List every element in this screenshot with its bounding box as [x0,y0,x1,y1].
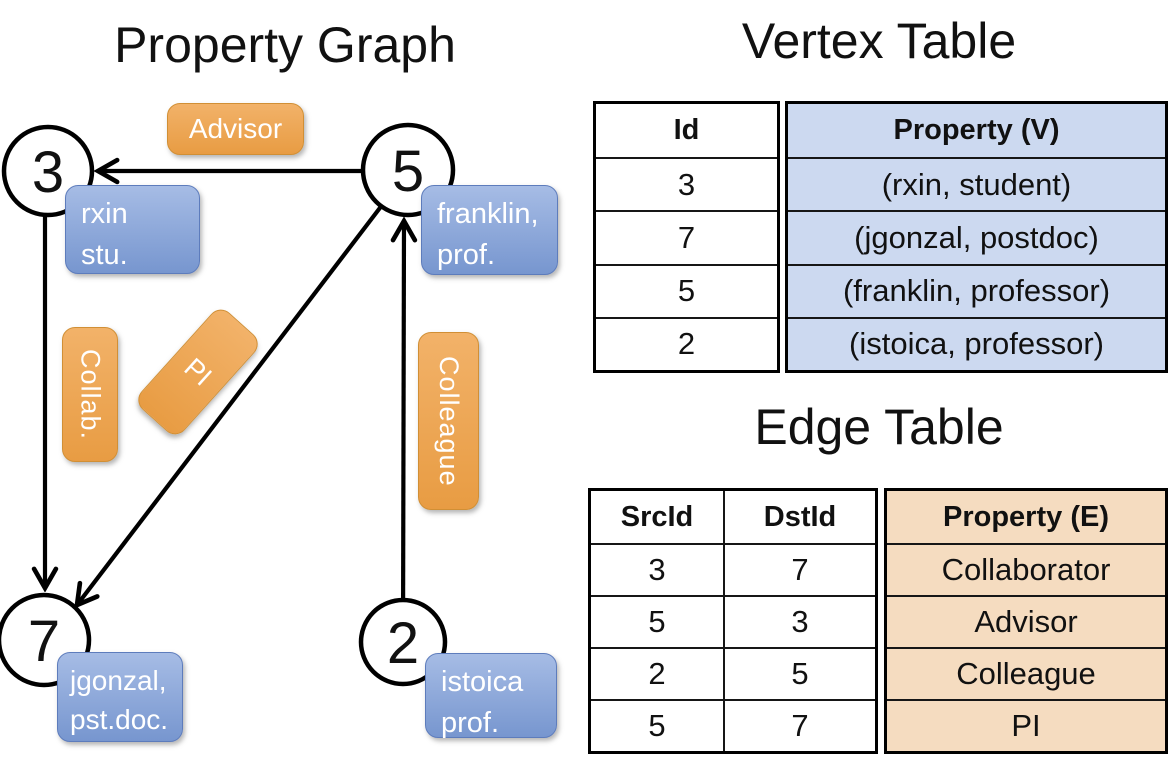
vertex-property-cell: (franklin, professor) [788,263,1165,317]
vertex-table-header-id: Id [673,114,700,147]
vertex-table-id-column: Id 3 7 5 2 [593,101,780,373]
edge-dstid-cell: 5 [723,647,875,699]
vertex-id-cell: 5 [596,263,777,317]
vertex-id-label-2: 2 [387,611,419,676]
edge-srcid-cell: 5 [591,699,723,751]
edge-colleague-2-to-5 [403,221,404,643]
property-graph-title: Property Graph [114,17,456,73]
vertex-label-rxin: rxin stu. [65,185,200,274]
edge-property-cell: Advisor [887,595,1165,647]
edge-srcid-cell: 3 [591,543,723,595]
vertex-label-line1: istoica [441,666,524,698]
vertex-table-title: Vertex Table [741,13,1017,69]
edge-label-advisor: Advisor [167,103,304,155]
edge-table-title: Edge Table [754,399,1004,455]
edge-pi-5-to-7 [77,173,407,605]
edge-dstid-cell: 7 [723,543,875,595]
vertex-label-line1: franklin, [437,198,539,230]
edge-property-cell: Colleague [887,647,1165,699]
vertex-property-cell: (istoica, professor) [788,316,1165,370]
vertex-table-header-property: Property (V) [893,114,1060,147]
vertex-table-property-column: Property (V) (rxin, student) (jgonzal, p… [785,101,1168,373]
edge-dstid-cell: 3 [723,595,875,647]
property-graph-diagram: 3 5 7 2 [0,122,456,688]
edge-srcid-cell: 2 [591,647,723,699]
vertex-label-line2: pst.doc. [70,704,169,736]
vertex-id-label-7: 7 [28,609,60,674]
edge-property-cell: Collaborator [887,543,1165,595]
vertex-label-line1: rxin [81,198,128,230]
edge-table-header-srcid: SrcId [620,500,694,533]
vertex-id-cell: 2 [596,316,777,370]
edge-table-header-dstid: DstId [723,491,875,543]
vertex-circle-2 [358,597,448,687]
vertex-label-line2: prof. [437,238,496,271]
edge-label-collab: Collab. [62,327,118,462]
edge-srcid-cell: 5 [591,595,723,647]
edge-table-src-dst-columns: SrcId DstId 3 7 5 3 2 5 5 7 [588,488,878,754]
vertex-property-cell: (jgonzal, postdoc) [788,210,1165,263]
edge-label-colleague: Colleague [418,332,479,510]
vertex-label-line1: jgonzal, [70,665,167,696]
vertex-id-cell: 3 [596,157,777,210]
vertex-label-franklin: franklin, prof. [421,185,558,275]
edge-table-property-column: Property (E) Collaborator Advisor Collea… [884,488,1168,754]
vertex-id-cell: 7 [596,210,777,263]
vertex-id-label-3: 3 [32,140,64,205]
vertex-label-line2: prof. [441,706,500,739]
vertex-label-jgonzal: jgonzal, pst.doc. [57,652,183,742]
edge-table-header-property: Property (E) [943,500,1109,533]
vertex-property-cell: (rxin, student) [788,157,1165,210]
vertex-label-line2: stu. [81,238,128,271]
edge-property-cell: PI [887,699,1165,751]
vertex-label-istoica: istoica prof. [425,653,557,739]
edge-dstid-cell: 7 [723,699,875,751]
vertex-id-label-5: 5 [392,139,424,204]
